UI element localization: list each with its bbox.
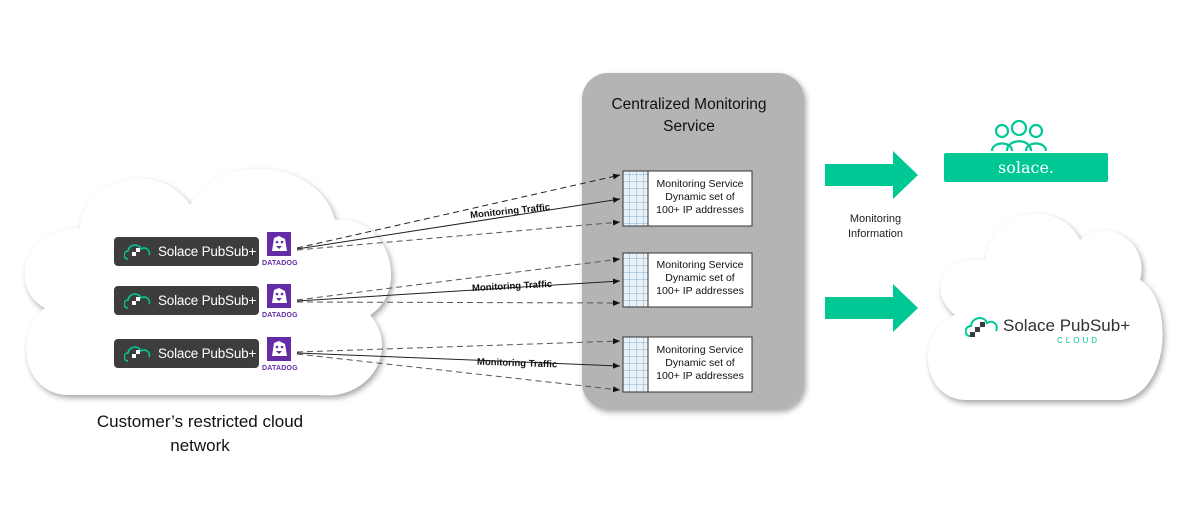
hub-title: Centralized Monitoring Service — [584, 94, 794, 138]
solace-cloud-icon — [124, 293, 151, 309]
server-3-label: Monitoring Service Dynamic set of 100+ I… — [645, 344, 755, 383]
caption-line1: Customer’s restricted cloud — [96, 412, 304, 431]
hub-title-line2: Service — [663, 118, 715, 135]
monitoring-hub-box — [582, 73, 804, 409]
server-label-line: Dynamic set of — [665, 357, 735, 369]
arrow-to-cloud — [825, 284, 918, 332]
broker-2: Solace PubSub+ — [114, 286, 259, 315]
caption-line2: network — [170, 436, 230, 455]
solace-cloud-icon — [124, 346, 151, 362]
datadog-label: DATADOG — [262, 365, 298, 372]
server-label-line: 100+ IP addresses — [656, 370, 744, 382]
hub-title-line1: Centralized Monitoring — [611, 96, 767, 113]
server-1 — [622, 170, 753, 227]
datadog-label: DATADOG — [262, 260, 298, 267]
broker-1: Solace PubSub+ — [114, 237, 259, 266]
datadog-badge-3: DATADOG — [262, 336, 298, 372]
broker-label: Solace PubSub+ — [158, 244, 257, 259]
customer-cloud-shape — [24, 168, 392, 396]
traffic-lines-1 — [296, 173, 621, 251]
datadog-dog-icon — [267, 284, 291, 308]
server-label-line: Monitoring Service — [656, 344, 744, 356]
server-label-line: Dynamic set of — [665, 191, 735, 203]
server-1-label: Monitoring Service Dynamic set of 100+ I… — [645, 178, 755, 217]
users-icon — [990, 119, 1048, 152]
mon-info-line2: Information — [847, 228, 904, 240]
server-3 — [622, 336, 753, 393]
solace-cloud-shape — [927, 213, 1163, 400]
datadog-badge-2: DATADOG — [262, 283, 298, 319]
solace-portal-logo: solace. — [944, 153, 1108, 182]
customer-cloud-caption: Customer’s restricted cloud network — [60, 410, 340, 458]
solace-cloud-sub: CLOUD — [1057, 336, 1101, 345]
solace-cloud-icon — [964, 317, 998, 337]
arrow-to-portal — [825, 151, 918, 199]
traffic-lines-3 — [296, 338, 621, 393]
broker-label: Solace PubSub+ — [158, 293, 257, 308]
broker-3: Solace PubSub+ — [114, 339, 259, 368]
server-2-label: Monitoring Service Dynamic set of 100+ I… — [645, 259, 755, 298]
server-2 — [622, 252, 753, 308]
datadog-dog-icon — [267, 337, 291, 361]
datadog-dog-icon — [267, 232, 291, 256]
solace-cloud-icon — [124, 244, 151, 260]
monitoring-information-label: Monitoring Information — [843, 212, 908, 242]
datadog-badge-1: DATADOG — [262, 231, 298, 267]
server-label-line: 100+ IP addresses — [656, 285, 744, 297]
solace-cloud-brand: Solace PubSub+ — [1003, 316, 1131, 335]
server-label-line: Monitoring Service — [656, 259, 744, 271]
mon-info-line1: Monitoring — [849, 213, 902, 225]
server-label-line: 100+ IP addresses — [656, 204, 744, 216]
broker-label: Solace PubSub+ — [158, 346, 257, 361]
datadog-label: DATADOG — [262, 312, 298, 319]
server-label-line: Monitoring Service — [656, 178, 744, 190]
traffic-lines-2 — [296, 256, 621, 306]
solace-cloud-logo: Solace PubSub+ CLOUD — [964, 314, 1130, 345]
server-label-line: Dynamic set of — [665, 272, 735, 284]
